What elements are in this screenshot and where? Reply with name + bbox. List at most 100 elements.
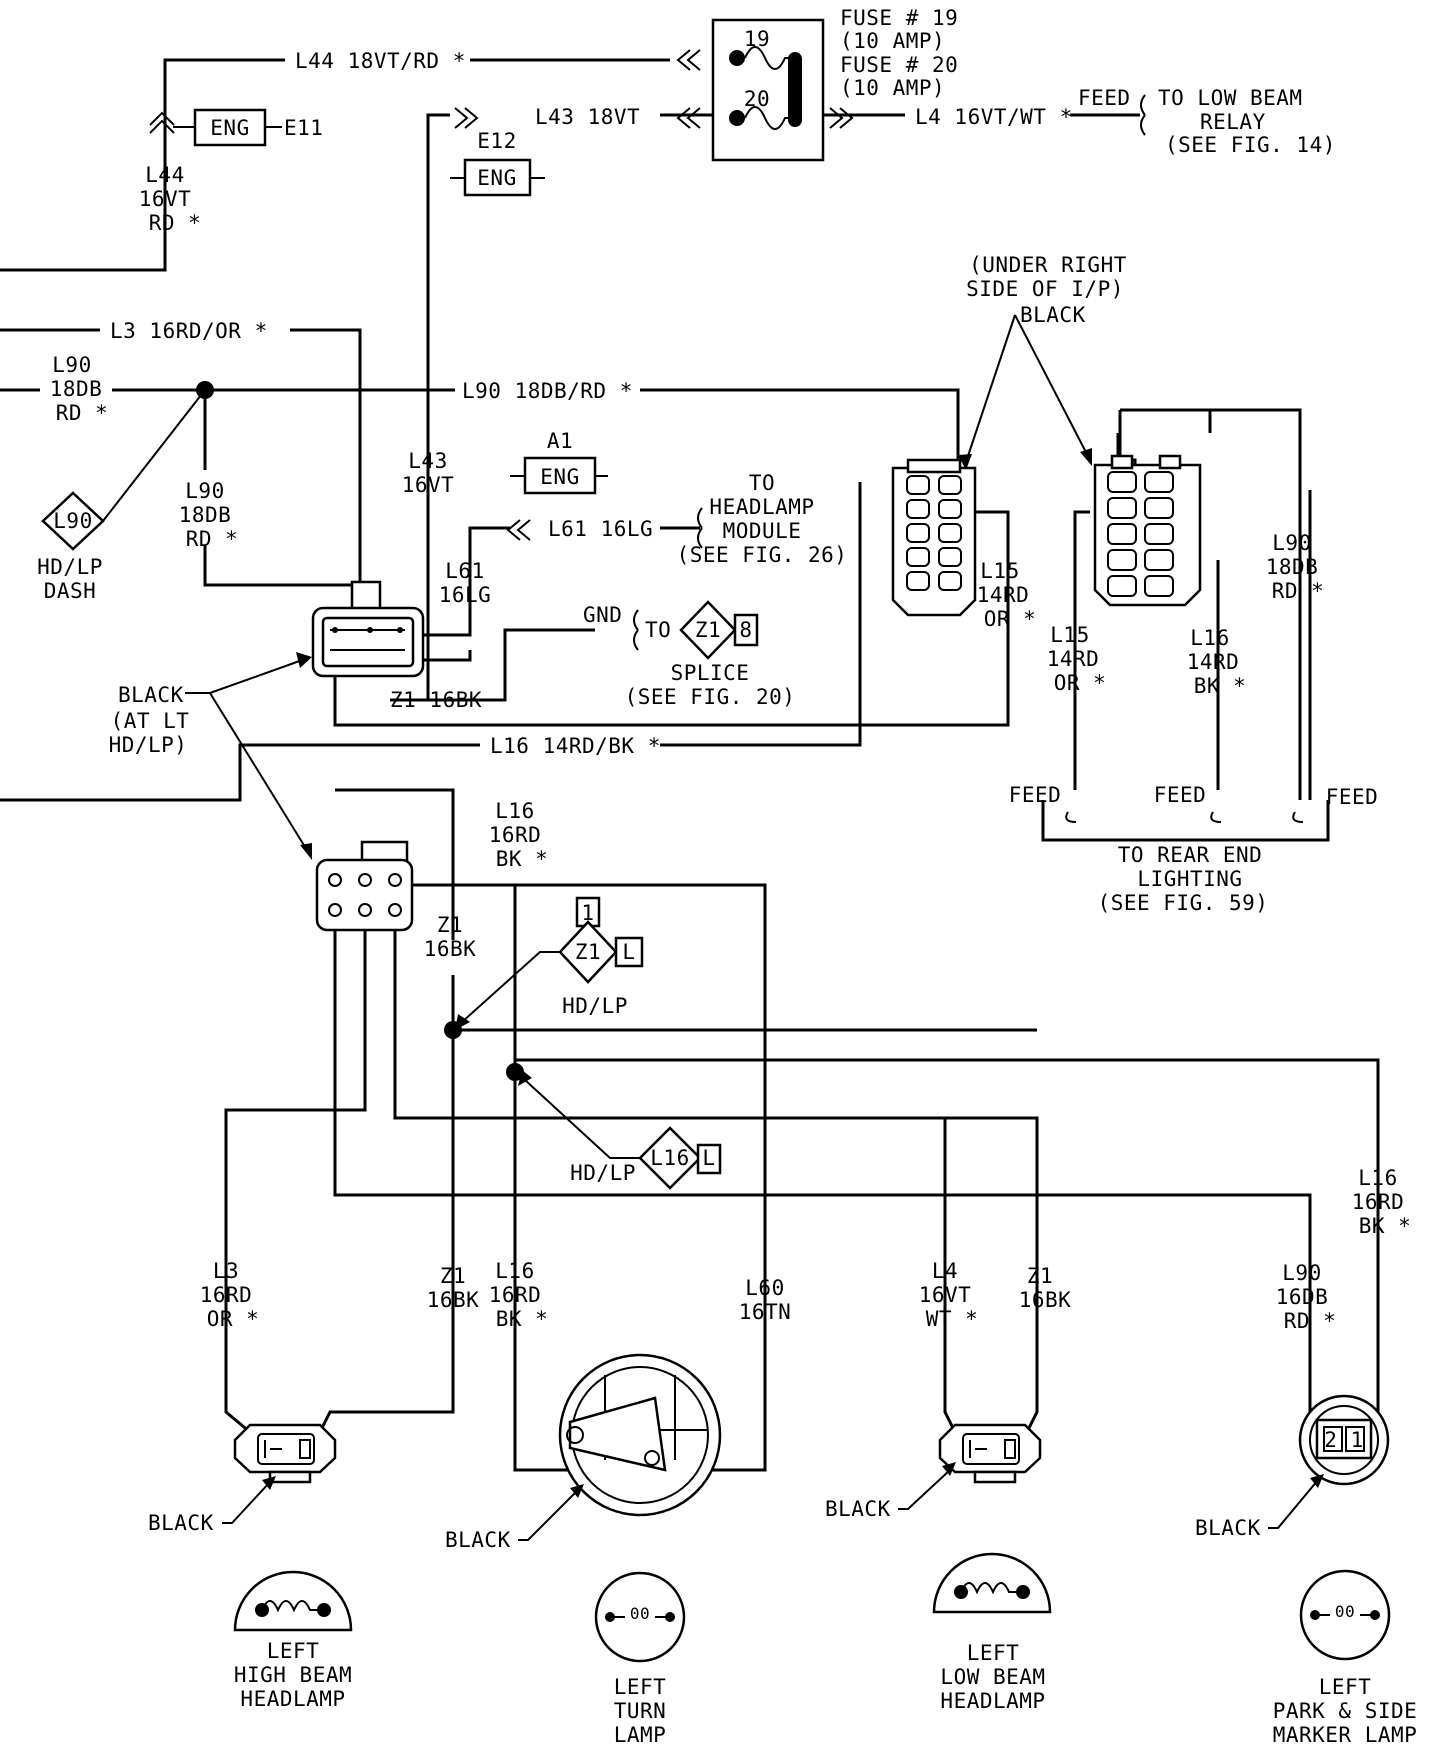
to-headlamp-line3: MODULE bbox=[723, 519, 802, 543]
fuse-20-rating: (10 AMP) bbox=[840, 76, 945, 100]
black-label-2: BLACK bbox=[445, 1528, 511, 1552]
wire-label-l90-low-3: RD * bbox=[1284, 1309, 1337, 1333]
wire-label-l15-r-3: OR * bbox=[984, 607, 1037, 631]
wire-label-l90-left-2: 18DB bbox=[50, 377, 103, 401]
splice-line2: (SEE FIG. 20) bbox=[625, 685, 796, 709]
wire-label-l16-c-3: BK * bbox=[496, 847, 549, 871]
low-beam-title-1: LEFT bbox=[967, 1641, 1020, 1665]
wire-label-l61-v-2: 16LG bbox=[439, 583, 492, 607]
wire-label-l90-low-2: 16DB bbox=[1276, 1285, 1329, 1309]
wire-label-l90-low-1: L90 bbox=[1282, 1261, 1321, 1285]
low-beam-title-3: HEADLAMP bbox=[940, 1689, 1045, 1713]
wire-label-l16-far-3: BK * bbox=[1359, 1214, 1412, 1238]
black-top-label: BLACK bbox=[1020, 303, 1086, 327]
splice-tag-l16-label: L16 bbox=[650, 1146, 689, 1170]
wire-label-l16-far-2: 16RD bbox=[1352, 1190, 1405, 1214]
fuse-20-name: FUSE # 20 bbox=[840, 53, 958, 77]
high-beam-title-3: HEADLAMP bbox=[240, 1687, 345, 1711]
splice-tag-z1-hdlp: 1 Z1 L bbox=[455, 896, 644, 1030]
wire-label-l90-mid-1: L90 bbox=[185, 479, 224, 503]
high-beam-title-2: HIGH BEAM bbox=[234, 1663, 352, 1687]
park-lamp-coil: 00 bbox=[1335, 1602, 1355, 1621]
e11-label: E11 bbox=[284, 116, 323, 140]
wire-label-z1-low-2: 16BK bbox=[427, 1288, 480, 1312]
turn-lamp-symbol: 00 bbox=[594, 1571, 686, 1663]
splice-tag-l90: L90 bbox=[41, 389, 206, 551]
wire-label-l16-c-2: 16RD bbox=[489, 823, 542, 847]
wire-label-l90-b-2: 18DB bbox=[1266, 555, 1319, 579]
eng-label-e11: ENG bbox=[210, 116, 249, 140]
black-label-3: BLACK bbox=[825, 1497, 891, 1521]
wire-label-l90-mid-3: RD * bbox=[186, 527, 239, 551]
splice-tag-l16-hdlp: L16 L bbox=[518, 1070, 722, 1190]
high-beam-title-1: LEFT bbox=[267, 1639, 320, 1663]
feed-top-label: FEED bbox=[1078, 86, 1131, 110]
wire-label-l16-b-1: L16 bbox=[1190, 626, 1229, 650]
splice-tag-z1-label: Z1 bbox=[695, 618, 721, 642]
wire-label-l90-b-3: RD * bbox=[1272, 579, 1325, 603]
wire-label-l43-v-1: L43 bbox=[408, 449, 447, 473]
eng-label-e12: ENG bbox=[477, 166, 516, 190]
splice-tag-l90-label: L90 bbox=[53, 509, 92, 533]
connector-park-marker: 2 1 bbox=[1298, 1394, 1390, 1486]
wire-label-l15-r-2: 14RD bbox=[977, 583, 1030, 607]
eng-box-a1: A1 ENG bbox=[510, 429, 608, 495]
rear-end-line2: LIGHTING bbox=[1137, 867, 1242, 891]
fuse-19-name: FUSE # 19 bbox=[840, 6, 958, 30]
low-beam-relay-line1: TO LOW BEAM bbox=[1158, 86, 1303, 110]
wire-label-l16-c-1: L16 bbox=[495, 799, 534, 823]
wire-label-l4-low-1: L4 bbox=[932, 1259, 958, 1283]
wire-label-l4-low-2: 16VT bbox=[919, 1283, 972, 1307]
turn-title-1: LEFT bbox=[614, 1675, 667, 1699]
a1-label: A1 bbox=[547, 429, 573, 453]
black-left-label: BLACK bbox=[118, 683, 184, 707]
wire-label-l3-low-3: OR * bbox=[207, 1307, 260, 1331]
wire-label-z1-low-1: Z1 bbox=[440, 1264, 466, 1288]
rear-end-line1: TO REAR END bbox=[1118, 843, 1263, 867]
turn-title-2: TURN bbox=[614, 1699, 667, 1723]
splice-tag-z1-b-label: Z1 bbox=[575, 940, 601, 964]
wire-label-l61-h: L61 16LG bbox=[548, 517, 653, 541]
to-headlamp-line1: TO bbox=[749, 471, 775, 495]
splice-tag-l16-side: L bbox=[702, 1146, 715, 1170]
wire-label-l60-1: L60 bbox=[745, 1276, 784, 1300]
low-beam-title-2: LOW BEAM bbox=[940, 1665, 1045, 1689]
under-right-line1: (UNDER RIGHT bbox=[969, 253, 1127, 277]
wire-label-l15-b-3: OR * bbox=[1054, 671, 1107, 695]
wire-label-l15-r-1: L15 bbox=[980, 559, 1019, 583]
wire-label-l15-b-1: L15 bbox=[1050, 623, 1089, 647]
eng-label-a1: ENG bbox=[540, 465, 579, 489]
wire-label-l90-left-3: RD * bbox=[56, 401, 109, 425]
at-lt-line2: HD/LP) bbox=[109, 733, 188, 757]
wire-label-to: TO bbox=[645, 618, 671, 642]
feed-label-1: FEED bbox=[1009, 783, 1062, 807]
splice-dot-l16 bbox=[506, 1063, 524, 1081]
connector-at-lt-hdlp-lower bbox=[315, 840, 414, 932]
to-headlamp-line2: HEADLAMP bbox=[709, 495, 814, 519]
wire-label-z1-low2-2: 16BK bbox=[1019, 1288, 1072, 1312]
fuse-block: 19 20 bbox=[149, 18, 854, 162]
wire-label-l60-2: 16TN bbox=[739, 1300, 792, 1324]
wire-label-l16-b-3: BK * bbox=[1194, 674, 1247, 698]
turn-title-3: LAMP bbox=[614, 1723, 667, 1747]
high-beam-headlamp-symbol bbox=[233, 1570, 353, 1632]
wire-label-l16-far-1: L16 bbox=[1358, 1166, 1397, 1190]
wire-label-l3-low-1: L3 bbox=[213, 1259, 239, 1283]
wire-label-l61-v-1: L61 bbox=[445, 559, 484, 583]
wire-label-l44-top: L44 18VT/RD * bbox=[295, 49, 466, 73]
wire-label-l4-low-3: WT * bbox=[926, 1307, 979, 1331]
park-title-3: MARKER LAMP bbox=[1273, 1723, 1418, 1747]
wire-label-l44-color: RD * bbox=[149, 211, 202, 235]
low-beam-relay-line3: (SEE FIG. 14) bbox=[1165, 133, 1336, 157]
hdlp-dash-line2: DASH bbox=[44, 579, 97, 603]
low-beam-headlamp-symbol bbox=[932, 1552, 1052, 1614]
feed-label-3: FEED bbox=[1326, 785, 1379, 809]
wire-label-l43-v-2: 16VT bbox=[402, 473, 455, 497]
wire-label-l90-left-1: L90 bbox=[52, 353, 91, 377]
splice-tag-z1-8: 8 bbox=[739, 618, 752, 642]
park-bulb-pins: 2 1 bbox=[1324, 1428, 1363, 1452]
wire-label-l90-mid-2: 18DB bbox=[179, 503, 232, 527]
splice-tag-z1-top: 1 bbox=[581, 901, 594, 925]
wire-label-z1-low2-1: Z1 bbox=[1027, 1264, 1053, 1288]
